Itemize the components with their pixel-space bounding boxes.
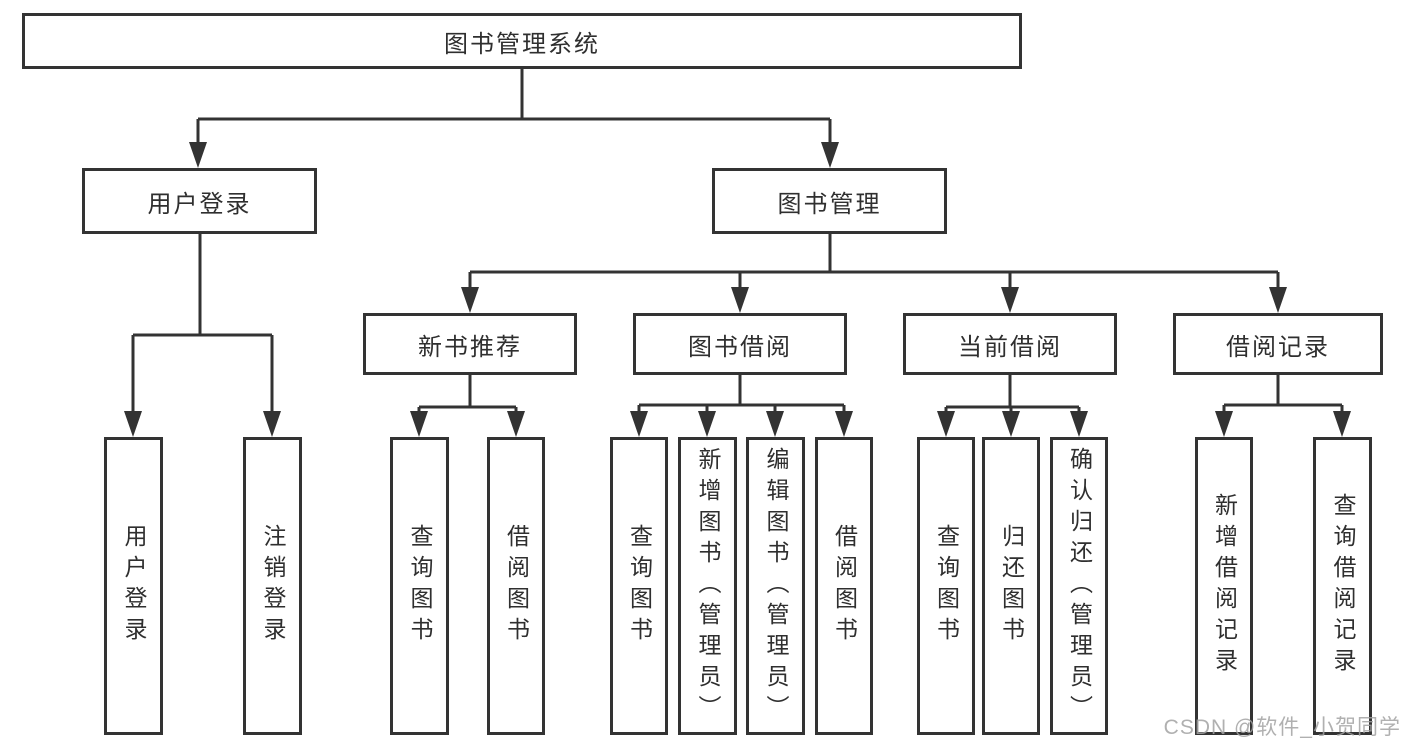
csdn-watermark: CSDN @软件_小贺同学 bbox=[1163, 716, 1401, 739]
node-label: 当前借阅 bbox=[958, 333, 1062, 361]
node-label: 用户登录 bbox=[147, 190, 252, 218]
connector-borrow-records-children bbox=[1222, 375, 1344, 415]
node-book-management: 图书管理 bbox=[712, 168, 947, 234]
node-label: 用户登录 bbox=[121, 524, 147, 648]
node-label: 借阅记录 bbox=[1226, 333, 1330, 361]
leaf-query-books-recommend: 查询图书 bbox=[390, 437, 449, 735]
node-book-borrowing: 图书借阅 bbox=[633, 313, 847, 375]
arrowhead-root-to-level2 bbox=[189, 142, 839, 168]
connector-book-borrow-children bbox=[637, 375, 846, 415]
arrowhead-book-mgmt-children bbox=[461, 287, 1287, 313]
connector-current-borrow-children bbox=[944, 375, 1081, 415]
leaf-borrow-books-borrowing: 借阅图书 bbox=[815, 437, 873, 735]
node-label: 新增图书（管理员） bbox=[695, 446, 721, 726]
node-user-login: 用户登录 bbox=[82, 168, 317, 234]
arrowhead-user-login-children bbox=[124, 411, 281, 437]
node-new-book-recommend: 新书推荐 bbox=[363, 313, 577, 375]
arrowhead-borrow-records-children bbox=[1215, 411, 1351, 437]
node-label: 注销登录 bbox=[260, 524, 286, 648]
node-label: 编辑图书（管理员） bbox=[763, 446, 789, 726]
node-label: 图书借阅 bbox=[688, 333, 792, 361]
leaf-query-books-borrowing: 查询图书 bbox=[610, 437, 668, 735]
leaf-confirm-return-admin: 确认归还（管理员） bbox=[1050, 437, 1108, 735]
connector-user-login-children bbox=[131, 234, 274, 415]
arrowhead-book-borrow-children bbox=[630, 411, 853, 437]
node-label: 确认归还（管理员） bbox=[1066, 446, 1093, 726]
connector-new-book-children bbox=[417, 375, 518, 415]
node-label: 新书推荐 bbox=[418, 333, 522, 361]
node-label: 图书管理系统 bbox=[444, 30, 600, 58]
node-current-borrowing: 当前借阅 bbox=[903, 313, 1117, 375]
leaf-borrow-books-recommend: 借阅图书 bbox=[487, 437, 545, 735]
node-label: 借阅图书 bbox=[831, 524, 858, 648]
leaf-query-books-current: 查询图书 bbox=[917, 437, 975, 735]
leaf-edit-books-admin: 编辑图书（管理员） bbox=[746, 437, 805, 735]
node-borrowing-records: 借阅记录 bbox=[1173, 313, 1383, 375]
arrowhead-new-book-children bbox=[410, 411, 525, 437]
arrowhead-current-borrow-children bbox=[937, 411, 1088, 437]
node-label: 归还图书 bbox=[998, 524, 1025, 648]
node-label: 图书管理 bbox=[777, 190, 882, 218]
node-label: 借阅图书 bbox=[503, 524, 530, 648]
node-label: 新增借阅记录 bbox=[1211, 493, 1238, 679]
leaf-return-books: 归还图书 bbox=[982, 437, 1040, 735]
leaf-user-login: 用户登录 bbox=[104, 437, 163, 735]
leaf-query-borrow-record: 查询借阅记录 bbox=[1313, 437, 1372, 735]
leaf-logout: 注销登录 bbox=[243, 437, 302, 735]
leaf-add-borrow-record: 新增借阅记录 bbox=[1195, 437, 1253, 735]
connector-root-to-level2 bbox=[196, 69, 832, 146]
leaf-add-books-admin: 新增图书（管理员） bbox=[678, 437, 737, 735]
node-label: 查询图书 bbox=[407, 524, 433, 648]
connector-book-mgmt-children bbox=[468, 234, 1280, 291]
node-label: 查询借阅记录 bbox=[1330, 493, 1356, 679]
node-label: 查询图书 bbox=[626, 524, 653, 648]
node-label: 查询图书 bbox=[933, 524, 960, 648]
node-system-root: 图书管理系统 bbox=[22, 13, 1022, 69]
